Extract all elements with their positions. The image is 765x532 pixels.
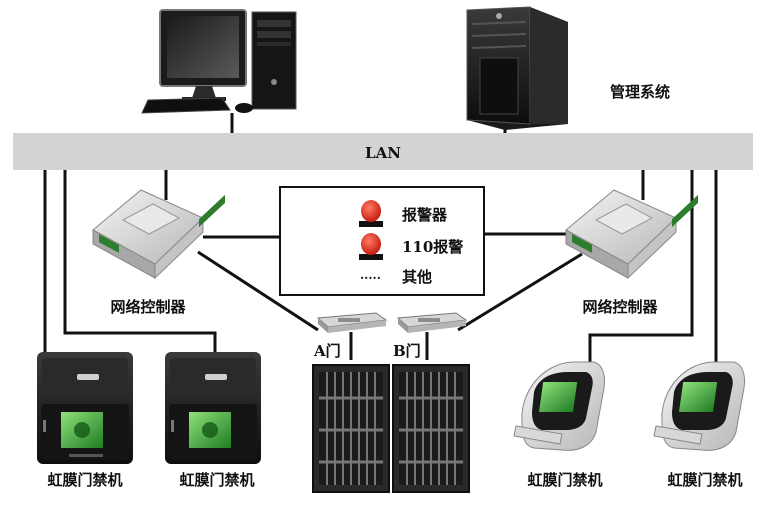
- lan-label: LAN: [365, 144, 401, 162]
- electric-lock-icon: [316, 312, 388, 333]
- link-controller-left-lock-a: [197, 250, 319, 332]
- other-dots: ·····: [360, 271, 381, 285]
- other-label: 其他: [402, 268, 432, 286]
- network-controller-right-label: 网络控制器: [582, 298, 658, 316]
- network-controller-icon: [565, 189, 698, 280]
- iris-access-terminal-black-icon: [37, 352, 133, 464]
- security-door-icon: [392, 364, 470, 493]
- iris-terminal-4-label: 虹膜门禁机: [667, 471, 742, 489]
- alarm-110-label: 110报警: [402, 238, 463, 256]
- alarm-devices-box: 报警器 110报警 ····· 其他: [279, 186, 485, 296]
- link-controller-right-lock-b: [457, 252, 583, 332]
- iris-terminal-1-label: 虹膜门禁机: [47, 471, 122, 489]
- lan-bus: LAN: [13, 133, 753, 170]
- electric-lock-icon: [396, 312, 468, 333]
- desktop-computer-icon: [141, 9, 297, 114]
- iris-terminal-3-label: 虹膜门禁机: [527, 471, 602, 489]
- tower-server-icon: [466, 6, 568, 130]
- iris-terminal-2-label: 虹膜门禁机: [179, 471, 254, 489]
- red-alarm-light-icon: [359, 233, 383, 260]
- connection-lines: [43, 113, 718, 365]
- red-alarm-light-icon: [359, 200, 383, 227]
- iris-access-terminal-black-icon: [165, 352, 261, 464]
- network-controller-left-label: 网络控制器: [110, 298, 186, 316]
- iris-access-terminal-silver-icon: [653, 361, 745, 451]
- link-lan-iris-3: [588, 170, 694, 365]
- security-door-icon: [312, 364, 390, 493]
- lan-bar: [13, 133, 753, 170]
- door-a-label: A门: [313, 342, 341, 360]
- network-controller-icon: [92, 189, 225, 280]
- iris-access-terminal-silver-icon: [513, 361, 605, 451]
- alarm-box-frame: [279, 186, 485, 296]
- alarm-label: 报警器: [402, 206, 448, 224]
- management-system-label: 管理系统: [610, 83, 670, 101]
- door-b-label: B门: [393, 342, 421, 360]
- link-lan-iris-2: [63, 170, 217, 352]
